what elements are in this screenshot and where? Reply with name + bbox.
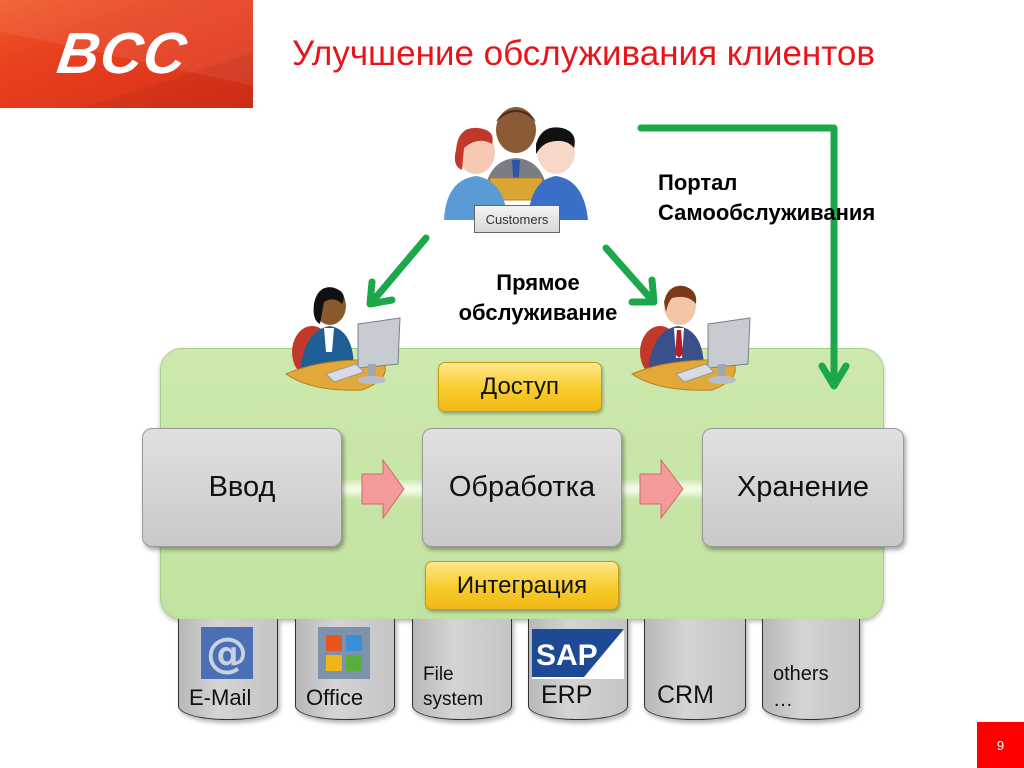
others-line2: … [773, 689, 793, 711]
step-input-box[interactable]: Ввод [142, 428, 342, 547]
source-crm[interactable]: CRM [644, 619, 746, 720]
self-service-line2: Самообслуживания [658, 199, 876, 225]
step-storage-label: Хранение [736, 471, 870, 503]
page-number: 9 [996, 737, 1005, 753]
integration-box[interactable]: Интеграция [425, 561, 619, 610]
self-service-line1: Портал [658, 170, 738, 195]
arrow-input-to-processing [361, 458, 405, 520]
source-office-label: Office [306, 685, 364, 710]
direct-service-right-arrow-head [628, 276, 658, 306]
source-email[interactable]: @ E-Mail [178, 619, 278, 720]
file-system-line2: system [423, 688, 484, 710]
arrow-processing-to-storage [639, 458, 684, 520]
process-arrows [361, 458, 684, 520]
agent-man-at-computer-icon [630, 285, 751, 391]
direct-service-left-arrow-line [368, 234, 430, 306]
source-office[interactable]: Office [295, 619, 395, 720]
self-service-portal-label: Портал Самообслуживания [658, 168, 875, 227]
logo-text: BCC [53, 21, 192, 86]
direct-service-line1: Прямое [496, 270, 580, 295]
customers-group-icon [444, 107, 588, 220]
source-erp-label: ERP [541, 681, 593, 709]
source-file-system-label: File system [423, 663, 483, 712]
slide-title: Улучшение обслуживания клиентов [292, 34, 875, 73]
access-box[interactable]: Доступ [438, 362, 602, 412]
source-email-label: E-Mail [189, 685, 252, 710]
email-at-icon: @ [201, 627, 253, 679]
step-input-label: Ввод [208, 471, 276, 503]
source-file-system[interactable]: File system [412, 619, 512, 720]
sap-logo-icon: SAP [532, 629, 624, 679]
bcc-logo: BCC [0, 0, 253, 108]
self-service-arrow-line [637, 124, 838, 388]
source-erp[interactable]: SAP ERP [528, 619, 628, 720]
others-line1: others [773, 663, 829, 685]
step-storage-box[interactable]: Хранение [702, 428, 904, 547]
source-crm-label: CRM [657, 681, 714, 709]
step-processing-label: Обработка [448, 471, 596, 503]
integration-label: Интеграция [456, 571, 588, 599]
self-service-arrow-head [818, 362, 850, 390]
file-system-line1: File [423, 664, 454, 685]
source-others-label: others … [773, 661, 829, 713]
page-number-badge: 9 [977, 722, 1024, 768]
direct-service-left-arrow-head [366, 278, 396, 308]
step-processing-box[interactable]: Обработка [422, 428, 622, 547]
direct-service-right-arrow-line [602, 244, 656, 304]
access-label: Доступ [480, 373, 560, 400]
svg-text:@: @ [206, 628, 248, 677]
customers-label: Customers [474, 205, 560, 233]
svg-text:SAP: SAP [536, 639, 598, 672]
agent-woman-at-computer-icon [284, 287, 401, 391]
source-others[interactable]: others … [762, 619, 860, 720]
direct-service-line2: обслуживание [458, 299, 618, 325]
office-logo-icon [318, 627, 370, 679]
direct-service-label: Прямое обслуживание [436, 268, 640, 327]
